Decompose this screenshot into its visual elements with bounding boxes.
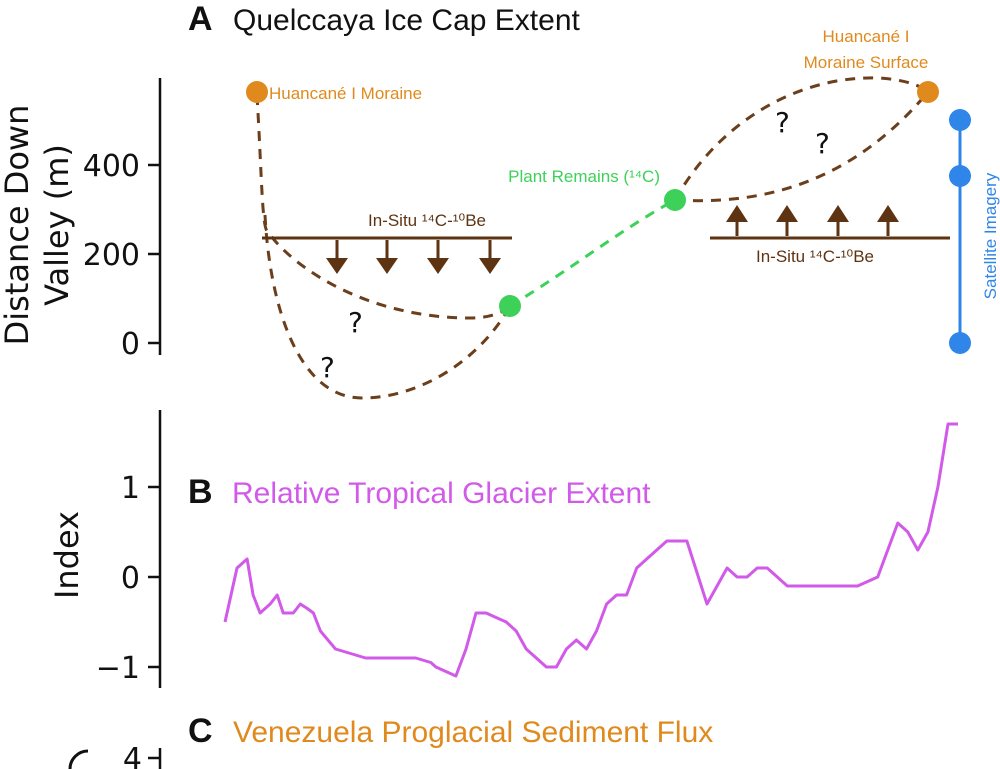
panel-b: −1 0 1 Index B Relative Tropical Glacier E… bbox=[48, 410, 958, 688]
down-arrow-head-icon bbox=[376, 258, 398, 274]
a-upper-right-dashed-curve bbox=[673, 76, 929, 201]
a-satellite-label: Satellite Imagery bbox=[981, 172, 1000, 299]
a-point-huancane-moraine bbox=[246, 81, 268, 103]
panel-a-ylabel-line2: Valley (m) bbox=[38, 144, 76, 306]
panel-a: A Quelccaya Ice Cap Extent 0 200 400 Dista… bbox=[0, 0, 1000, 400]
a-insitu-right-arrows bbox=[726, 205, 899, 236]
a-point-satellite-2 bbox=[949, 165, 971, 187]
panel-b-ticklabel: −1 bbox=[96, 651, 140, 686]
panel-b-y-ticks: −1 0 1 bbox=[96, 471, 160, 686]
a-question-mark-3: ? bbox=[775, 106, 790, 139]
panel-c-ticklabel-4: 4 bbox=[123, 742, 142, 769]
panel-c-title: Venezuela Proglacial Sediment Flux bbox=[233, 716, 713, 749]
a-question-mark-4: ? bbox=[815, 127, 830, 160]
up-arrow-head-icon bbox=[827, 205, 849, 222]
a-insitu-left-label: In-Situ ¹⁴C-¹⁰Be bbox=[368, 211, 486, 230]
a-point-plant-remains-low bbox=[499, 295, 521, 317]
panel-b-letter: B bbox=[188, 473, 213, 511]
panel-b-title: Relative Tropical Glacier Extent bbox=[232, 477, 651, 510]
a-insitu-right-label: In-Situ ¹⁴C-¹⁰Be bbox=[756, 247, 874, 266]
a-point-moraine-surface bbox=[917, 81, 939, 103]
a-lower-left-dashed-curve bbox=[263, 214, 512, 400]
panel-a-letter: A bbox=[188, 0, 213, 38]
a-upper-left-dashed-curve bbox=[255, 94, 511, 320]
a-question-mark-2: ? bbox=[320, 351, 335, 384]
panel-b-series-line bbox=[223, 422, 958, 678]
down-arrow-head-icon bbox=[326, 258, 348, 274]
down-arrow-head-icon bbox=[479, 258, 501, 274]
a-points bbox=[246, 81, 971, 354]
panel-b-ticklabel: 0 bbox=[121, 561, 140, 596]
a-label-huancane-moraine: Huancané I Moraine bbox=[269, 84, 422, 103]
a-label-plant-remains: Plant Remains (¹⁴C) bbox=[508, 167, 660, 186]
panel-c-letter: C bbox=[188, 712, 213, 750]
a-point-plant-remains bbox=[664, 189, 686, 211]
down-arrow-head-icon bbox=[427, 258, 449, 274]
panel-c-ylabel-fragment bbox=[68, 749, 89, 769]
a-point-satellite-1 bbox=[949, 109, 971, 131]
up-arrow-head-icon bbox=[776, 205, 798, 222]
a-lower-right-dashed-curve bbox=[674, 91, 930, 203]
panel-b-ylabel: Index bbox=[48, 511, 86, 599]
a-question-mark-1: ? bbox=[348, 306, 363, 339]
panel-a-ylabel-line1: Distance Down bbox=[0, 105, 36, 346]
up-arrow-head-icon bbox=[726, 205, 748, 222]
a-green-dashed-link bbox=[509, 198, 676, 308]
a-point-satellite-3 bbox=[949, 332, 971, 354]
panel-a-y-ticks: 0 200 400 bbox=[83, 149, 160, 362]
up-arrow-head-icon bbox=[877, 205, 899, 222]
panel-a-title: Quelccaya Ice Cap Extent bbox=[233, 4, 581, 37]
panel-b-ticklabel: 1 bbox=[121, 471, 140, 506]
panel-c: C Venezuela Proglacial Sediment Flux 4 bbox=[68, 712, 713, 769]
a-label-moraine-surface-line1: Huancané I bbox=[823, 27, 910, 46]
a-label-moraine-surface-line2: Moraine Surface bbox=[804, 53, 929, 72]
panel-a-ticklabel: 0 bbox=[121, 327, 140, 362]
a-insitu-left-arrows bbox=[326, 240, 501, 274]
panel-a-ticklabel: 400 bbox=[83, 149, 140, 184]
panel-a-ticklabel: 200 bbox=[83, 238, 140, 273]
